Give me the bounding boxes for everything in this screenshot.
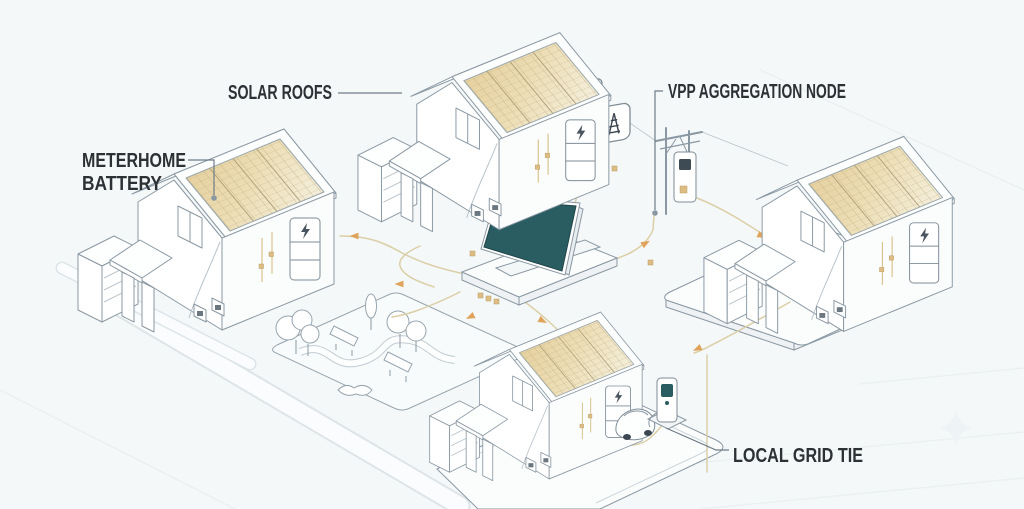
- label-solar-roofs: SOLAR ROOFS: [228, 82, 332, 104]
- leader-dot: [211, 195, 217, 201]
- charger-screen: [661, 384, 673, 397]
- label-vpp-aggregation-node: VPP AGGREGATION NODE: [668, 81, 846, 103]
- park-bench: [329, 325, 359, 356]
- leader-dot: [652, 210, 658, 216]
- pond: [337, 384, 373, 396]
- electric-car: [615, 408, 656, 441]
- label-local-grid-tie: LOCAL GRID TIE: [733, 445, 863, 467]
- sparkle-icon: [940, 410, 972, 446]
- label-meter-home-battery-line1: METERHOME: [82, 150, 186, 172]
- leader-lines: [188, 90, 729, 451]
- label-meter-home-battery-line2: BATTERY: [82, 173, 163, 195]
- park-bench: [383, 351, 413, 382]
- neighborhood-park: [272, 292, 527, 411]
- tree: [365, 293, 377, 330]
- tree: [275, 309, 320, 356]
- ev-charger: [646, 377, 688, 430]
